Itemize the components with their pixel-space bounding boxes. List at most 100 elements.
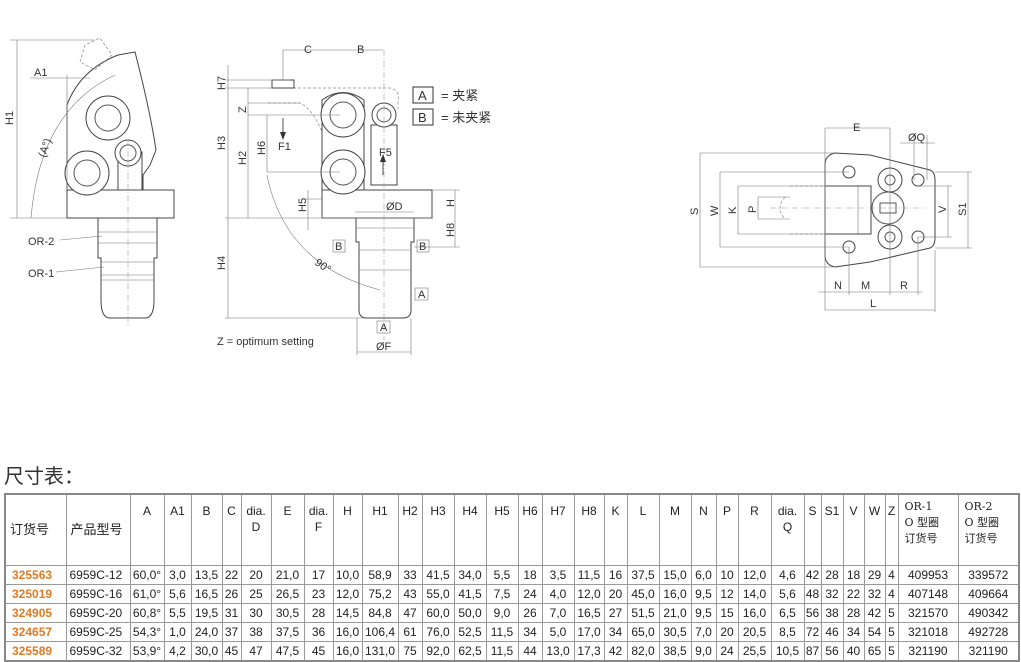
table-cell: 321018 [897, 622, 959, 642]
table-cell: 4 [884, 565, 899, 585]
table-cell: 65,0 [626, 622, 660, 642]
table-cell: 46 [820, 622, 844, 642]
column-header: H [332, 493, 363, 566]
column-header: M [658, 493, 692, 566]
column-header: H7 [541, 493, 575, 566]
side-view: C B H7 Z H3 H2 H6 F1 F5 H5 ØD H H8 B B 9… [216, 44, 460, 355]
dim-Q: ØQ [908, 132, 926, 144]
table-cell: 38 [240, 622, 272, 642]
dim-L: L [870, 298, 876, 310]
table-cell: 11,5 [573, 565, 605, 585]
table-cell: 7,5 [485, 584, 519, 604]
table-cell: 25,5 [737, 641, 772, 662]
table-cell: 8,5 [770, 622, 805, 642]
column-header: S1 [820, 493, 844, 566]
dim-N: N [834, 280, 842, 292]
table-cell: 9,5 [690, 584, 717, 604]
table-cell: 23 [303, 584, 334, 604]
table-cell: 409664 [957, 584, 1020, 604]
table-cell: 92,0 [421, 641, 455, 662]
dim-F: ØF [376, 341, 392, 353]
column-header: H6 [517, 493, 543, 566]
table-cell: 10,0 [332, 565, 363, 585]
table-cell: 321190 [897, 641, 959, 662]
table-cell: 11,5 [485, 641, 519, 662]
table-title: 尺寸表： [4, 464, 84, 488]
table-cell: 26,5 [270, 584, 305, 604]
dim-H6: H6 [256, 141, 268, 155]
table-cell: 24,0 [190, 622, 223, 642]
table-cell: 9,0 [485, 603, 519, 623]
order-number: 324657 [4, 622, 67, 642]
table-cell: 65 [863, 641, 886, 662]
angle-90: 90° [312, 257, 333, 276]
dim-K: K [727, 206, 739, 214]
table-cell: 24 [715, 641, 739, 662]
table-cell: 47 [397, 603, 423, 623]
dim-E: E [853, 122, 860, 134]
table-cell: 30 [240, 603, 272, 623]
table-cell: 29 [863, 565, 886, 585]
table-cell: 37,5 [626, 565, 660, 585]
table-cell: 61,0° [129, 584, 165, 604]
table-cell: 17,0 [573, 622, 605, 642]
column-header: H5 [485, 493, 519, 566]
table-cell: 16 [603, 565, 628, 585]
dim-H: H [445, 199, 457, 207]
table-cell: 36 [303, 622, 334, 642]
table-cell: 9,5 [690, 603, 717, 623]
column-header: A [129, 493, 165, 566]
dim-H3: H3 [216, 136, 228, 150]
table-cell: 42 [603, 641, 628, 662]
table-cell: 61 [397, 622, 423, 642]
table-cell: 21,0 [270, 565, 305, 585]
table-cell: 490342 [957, 603, 1020, 623]
table-cell: 4 [884, 584, 899, 604]
table-cell: 22 [221, 565, 242, 585]
table-cell: 87 [803, 641, 822, 662]
table-cell: 30,5 [270, 603, 305, 623]
table-cell: 13,5 [190, 565, 223, 585]
table-cell: 76,0 [421, 622, 455, 642]
table-cell: 16,0 [332, 622, 363, 642]
dim-Z: Z [237, 106, 249, 113]
table-cell: 44 [517, 641, 543, 662]
table-cell: 41,5 [421, 565, 455, 585]
column-header: Z [884, 493, 899, 566]
table-cell: 52,5 [453, 622, 487, 642]
table-cell: 32 [863, 584, 886, 604]
dim-H5: H5 [297, 198, 309, 212]
table-cell: 47 [240, 641, 272, 662]
table-cell: 45,0 [626, 584, 660, 604]
table-cell: 20,5 [737, 622, 772, 642]
table-cell: 407148 [897, 584, 959, 604]
dim-H4: H4 [216, 256, 228, 270]
dim-S: S [689, 208, 701, 215]
table-cell: 37,5 [270, 622, 305, 642]
table-cell: 28 [303, 603, 334, 623]
table-cell: 45 [303, 641, 334, 662]
dim-H2: H2 [237, 151, 249, 165]
column-header: W [863, 493, 886, 566]
table-cell: 5 [884, 603, 899, 623]
column-header: K [603, 493, 628, 566]
legend-key-B: B [418, 110, 427, 125]
table-cell: 43 [397, 584, 423, 604]
table-cell: 16,5 [573, 603, 605, 623]
table-cell: 131,0 [361, 641, 399, 662]
table-cell: 9,0 [690, 641, 717, 662]
legend: A = 夹紧 B = 未夹紧 [412, 86, 491, 126]
force-F5: F5 [379, 147, 392, 159]
table-cell: 32 [820, 584, 844, 604]
dim-D: ØD [386, 201, 403, 213]
table-cell: 17 [303, 565, 334, 585]
position-B-box: B [335, 241, 342, 253]
table-cell: 1,0 [163, 622, 192, 642]
table-cell: 28 [842, 603, 865, 623]
table-cell: 5 [884, 622, 899, 642]
column-header: H8 [573, 493, 605, 566]
column-header: N [690, 493, 717, 566]
